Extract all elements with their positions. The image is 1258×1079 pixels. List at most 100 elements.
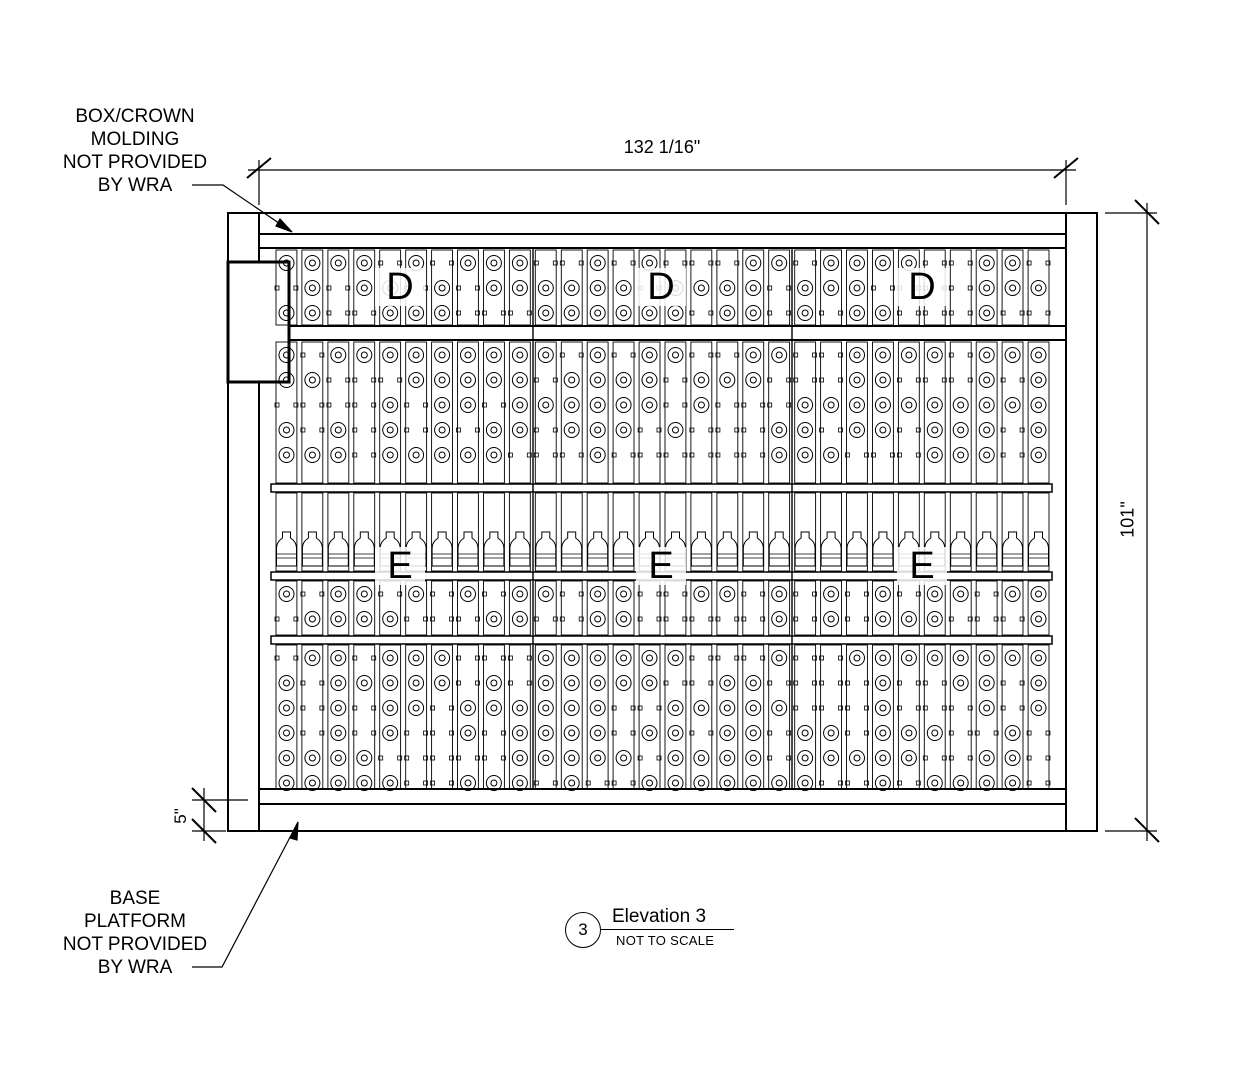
bottle — [276, 531, 297, 567]
rack-peg — [352, 705, 358, 711]
bottle-end — [589, 611, 606, 627]
base-note: BASE PLATFORM NOT PROVIDED BY WRA — [54, 887, 216, 979]
bottle-end — [978, 397, 995, 413]
bottle-end — [304, 650, 321, 666]
bottle-end — [1030, 650, 1047, 666]
elevation-number-bubble: 3 — [565, 912, 601, 948]
bottle-end — [797, 280, 814, 296]
bottle-end — [879, 376, 887, 384]
width-dimension: 132 1/16" — [623, 137, 701, 157]
rack-peg — [578, 616, 584, 622]
bottle-end — [594, 654, 602, 662]
bottle-end — [516, 754, 524, 762]
rack-column — [975, 644, 998, 790]
rack-peg — [371, 452, 377, 458]
bottle-end — [589, 700, 606, 716]
bottle — [613, 531, 635, 567]
bottle-end — [1030, 675, 1047, 691]
rack-column — [379, 341, 402, 484]
rack-peg — [760, 427, 766, 433]
bottle-end — [382, 422, 399, 438]
rack-peg — [715, 655, 721, 661]
rack-peg — [482, 655, 487, 661]
bottle-end — [330, 255, 347, 271]
rack-peg — [637, 427, 643, 433]
rack-peg — [1045, 310, 1051, 316]
rack-peg — [663, 591, 669, 597]
bottle-end — [926, 611, 943, 627]
rack-peg — [352, 310, 358, 316]
rack-peg — [871, 285, 876, 291]
bottle — [690, 531, 712, 567]
bottle-end — [516, 426, 524, 434]
bottle-end — [672, 351, 679, 359]
base-platform — [258, 788, 1067, 832]
rack-peg — [915, 377, 921, 383]
bottle-end — [330, 611, 347, 627]
rack-peg — [948, 260, 954, 266]
rack-peg — [319, 705, 325, 711]
bottle-end — [1030, 447, 1047, 463]
rack-peg — [630, 352, 636, 358]
bottle-end — [1035, 284, 1042, 292]
rack-peg — [915, 680, 921, 686]
bottle-end — [304, 280, 321, 296]
bottle-end — [589, 725, 606, 741]
rack-peg — [533, 377, 539, 383]
rack-column — [586, 492, 609, 572]
bottle-end — [957, 426, 965, 434]
bottle-end — [1035, 451, 1042, 459]
rack-peg — [845, 730, 850, 736]
bottle-end — [568, 679, 576, 687]
rack-column — [560, 341, 583, 484]
rack-peg — [345, 310, 351, 316]
rack-peg — [526, 452, 532, 458]
bottle-end — [641, 397, 658, 413]
rack-column — [405, 341, 428, 484]
bottle-end — [330, 750, 347, 766]
rack-peg — [948, 285, 954, 291]
rack-peg — [578, 591, 584, 597]
bottle-end — [771, 347, 788, 363]
bottle-end — [823, 725, 840, 741]
rack-peg — [293, 616, 299, 622]
rack-column — [560, 580, 583, 636]
bottle-end — [749, 779, 757, 787]
bottle-end — [356, 586, 373, 602]
bottle-end — [849, 650, 865, 666]
rack-peg — [1045, 780, 1051, 786]
bottle-end — [382, 725, 399, 741]
bottle-end — [775, 451, 783, 459]
bottle-end — [697, 590, 705, 598]
rack-peg — [449, 260, 454, 266]
bottle-end — [511, 775, 528, 791]
rack-peg — [974, 591, 980, 597]
bottle-end — [749, 259, 757, 267]
rack-peg — [838, 427, 843, 433]
rack-peg — [352, 377, 358, 383]
zone-label-d: D — [375, 268, 425, 306]
bottle-end — [589, 422, 606, 438]
bottle-end — [537, 675, 554, 691]
rack-peg — [500, 755, 506, 761]
bottle-end — [672, 729, 679, 737]
rack-peg — [371, 655, 377, 661]
rack-peg — [786, 755, 792, 761]
rack-peg — [922, 755, 928, 761]
bottle-end — [408, 675, 425, 691]
bottle-end — [334, 729, 342, 737]
rack-peg — [689, 680, 695, 686]
bottle-end — [542, 351, 550, 359]
rack-peg — [378, 755, 384, 761]
rack-peg — [456, 680, 461, 686]
rack-peg — [300, 427, 306, 433]
rack-column — [483, 492, 505, 572]
molding-note: BOX/CROWN MOLDING NOT PROVIDED BY WRA — [54, 105, 216, 197]
bottle-end — [278, 586, 295, 602]
rack-peg — [897, 780, 902, 786]
bottle-end — [931, 351, 939, 359]
rack-peg — [967, 352, 973, 358]
bottle-end — [408, 700, 425, 716]
bottle-end — [672, 309, 679, 317]
rack-peg — [793, 352, 799, 358]
